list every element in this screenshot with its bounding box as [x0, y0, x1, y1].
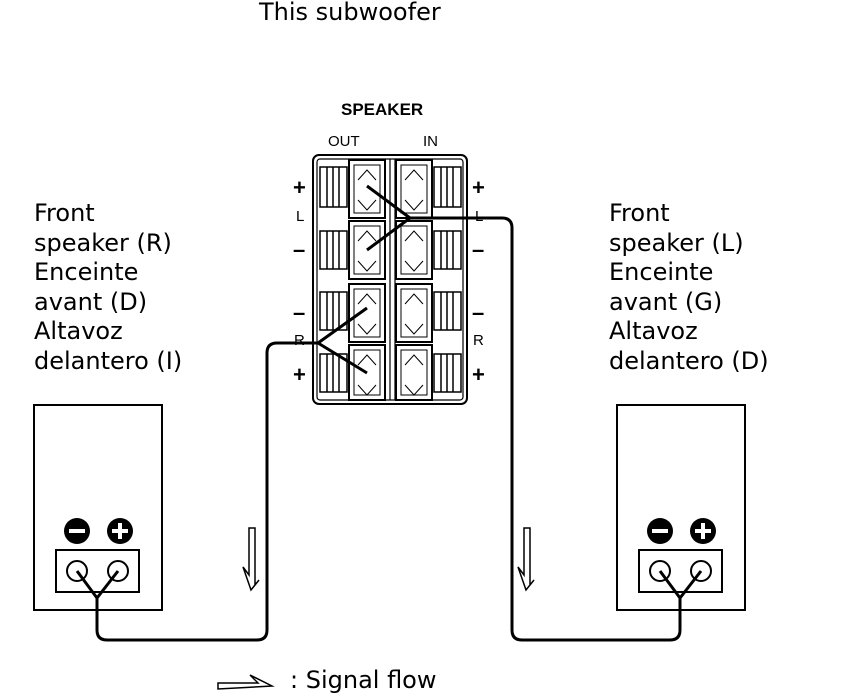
right-plus-in: + [472, 362, 485, 387]
signal-flow-legend: : Signal flow [290, 666, 437, 694]
left-plus-in: + [472, 175, 485, 200]
l-label-in: L [475, 208, 484, 225]
in-label: IN [423, 133, 438, 150]
front-right-en2: speaker (R) [34, 228, 172, 257]
front-left-es1: Altavoz [609, 317, 698, 345]
left-minus-out: – [293, 237, 306, 262]
left-minus-in: – [472, 237, 485, 262]
right-minus-out: – [293, 300, 306, 325]
r-label-in: R [473, 332, 484, 349]
front-left-fr2: avant (G) [609, 287, 723, 316]
front-right-es1: Altavoz [34, 317, 123, 345]
speaker-polarity-icons [64, 518, 716, 544]
speaker-heading: SPEAKER [341, 100, 424, 119]
right-plus-out: + [293, 362, 306, 387]
out-label: OUT [328, 133, 360, 150]
front-speaker-right-label: Front speaker (R) Enceinte avant (D) Alt… [34, 199, 182, 376]
front-left-en1: Front [609, 199, 670, 227]
front-speaker-left-box [616, 404, 746, 611]
front-right-fr2: avant (D) [34, 287, 148, 316]
out-terminals [348, 159, 386, 401]
right-minus-in: – [472, 300, 485, 325]
legend-arrow-icon [217, 674, 275, 690]
front-left-es2: delantero (D) [609, 346, 769, 375]
front-right-es2: delantero (I) [34, 346, 183, 375]
front-speaker-left-label: Front speaker (L) Enceinte avant (G) Alt… [609, 199, 769, 376]
subwoofer-title: This subwoofer [259, 0, 441, 26]
in-terminals [395, 159, 433, 401]
signal-flow-arrows [217, 527, 535, 690]
speaker-cables [75, 184, 703, 642]
front-speaker-right-box [33, 404, 163, 611]
front-right-fr1: Enceinte [34, 258, 139, 286]
l-label-out: L [296, 208, 305, 225]
terminal-panel [312, 154, 468, 405]
left-plus-out: + [293, 175, 306, 200]
front-left-fr1: Enceinte [609, 258, 714, 286]
front-right-en1: Front [34, 199, 95, 227]
front-left-en2: speaker (L) [609, 228, 744, 257]
r-label-out: R [294, 332, 305, 349]
